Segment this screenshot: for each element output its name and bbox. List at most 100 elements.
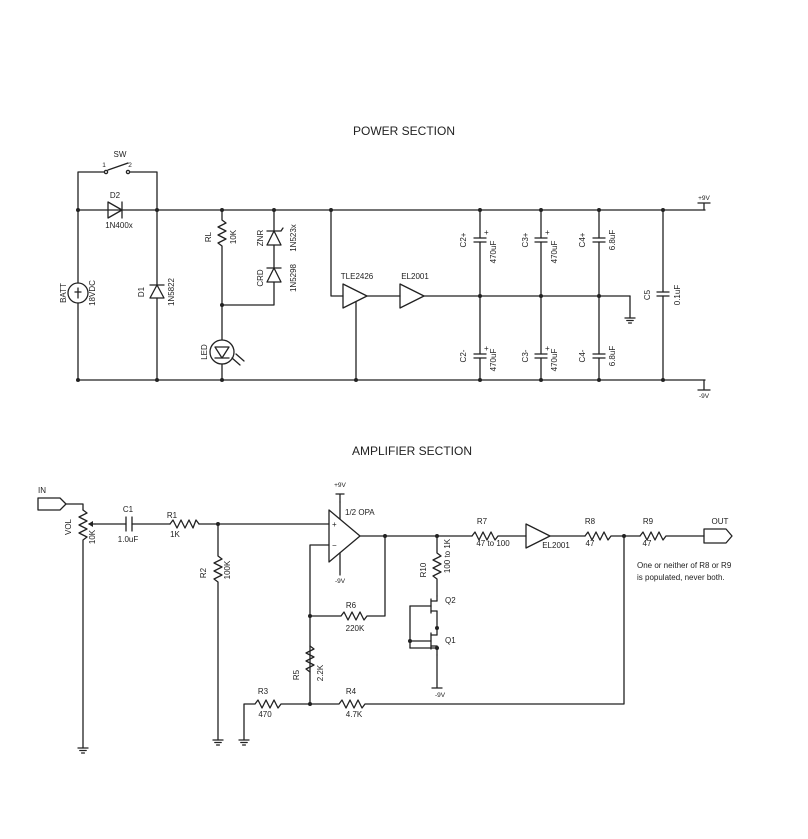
c2m-plus: + — [484, 344, 489, 353]
vol-value: 10K — [88, 529, 97, 544]
amp-vpos-label: +9V — [334, 482, 346, 489]
resistor-r9: R9 47 — [639, 517, 705, 548]
c2p-label: C2+ — [459, 232, 468, 247]
r4-label: R4 — [346, 687, 357, 696]
c3m-plus: + — [545, 344, 550, 353]
opa-label: 1/2 OPA — [345, 508, 375, 517]
capacitor-c1: C1 1.0uF — [118, 505, 139, 544]
d1-label: D1 — [137, 286, 146, 297]
d2-label: D2 — [110, 191, 121, 200]
vpos-terminal-power: +9V — [697, 195, 711, 211]
c2m-value: 470uF — [489, 349, 498, 372]
r2-value: 100K — [223, 560, 232, 579]
r8-value: 47 — [586, 539, 595, 548]
r5-label: R5 — [292, 669, 301, 680]
sw-pin2-label: 2 — [128, 162, 132, 169]
resistor-rl: RL 10K — [204, 209, 238, 341]
r5-value: 2.2K — [316, 664, 325, 681]
c3p-value: 470uF — [550, 241, 559, 264]
r7-label: R7 — [477, 517, 488, 526]
resistor-r8: R8 47 — [584, 517, 641, 548]
power-switch: SW 1 2 — [77, 150, 158, 211]
c4m-label: C4- — [578, 349, 587, 362]
r8-label: R8 — [585, 517, 596, 526]
r1-value: 1K — [170, 530, 180, 539]
el2001-buffer-power: EL2001 — [399, 272, 481, 309]
r3-value: 470 — [258, 710, 272, 719]
znr-value: 1N523x — [289, 224, 298, 252]
r6-label: R6 — [346, 601, 357, 610]
el-power-label: EL2001 — [401, 272, 429, 281]
resistor-r5: R5 2.2K — [292, 645, 325, 681]
diode-d1: D1 1N5822 — [137, 209, 176, 381]
c1-label: C1 — [123, 505, 134, 514]
r1-label: R1 — [167, 511, 178, 520]
vol-label: VOL — [64, 518, 73, 535]
c3m-label: C3- — [521, 349, 530, 362]
sw-pin1-label: 1 — [102, 162, 106, 169]
population-note-line1: One or neither of R8 or R9 — [637, 561, 732, 570]
vneg-label-power: -9V — [699, 393, 710, 400]
r3-label: R3 — [258, 687, 269, 696]
crd-label: CRD — [256, 269, 265, 287]
q1-label: Q1 — [445, 636, 456, 645]
c2p-value: 470uF — [489, 241, 498, 264]
capacitor-c4: C4+ 6.8uF C4- 6.8uF — [578, 209, 617, 381]
r9-value: 47 — [643, 539, 652, 548]
op-amp: +9V -9V 1/2 OPA + − — [328, 482, 375, 585]
r2-label: R2 — [199, 567, 208, 578]
r10-label: R10 — [419, 562, 428, 577]
c4p-value: 6.8uF — [608, 230, 617, 251]
c3p-label: C3+ — [521, 232, 530, 247]
r6-value: 220K — [346, 624, 365, 633]
r4-value: 4.7K — [346, 710, 363, 719]
c2m-label: C2- — [459, 349, 468, 362]
el-amp-label: EL2001 — [542, 541, 570, 550]
resistor-r3: R3 470 — [238, 687, 311, 746]
znr-label: ZNR — [256, 230, 265, 247]
resistor-r4: R4 4.7K — [309, 535, 625, 719]
led-label: LED — [200, 344, 209, 360]
output-connector: OUT — [703, 517, 733, 544]
diode-d2: D2 1N400x — [105, 191, 133, 230]
crd-value: 1N5298 — [289, 263, 298, 292]
in-label: IN — [38, 486, 46, 495]
c1-value: 1.0uF — [118, 535, 139, 544]
r10-value: 100 to 1K — [443, 538, 452, 573]
rl-label: RL — [204, 231, 213, 242]
out-label: OUT — [712, 517, 729, 526]
transistor-q1: Q1 -9V — [409, 627, 456, 699]
d2-value: 1N400x — [105, 221, 133, 230]
amplifier-section-title: AMPLIFIER SECTION — [352, 444, 472, 458]
opa-plus: + — [332, 520, 337, 529]
resistor-r1: R1 1K — [167, 511, 200, 539]
resistor-r10: R10 100 to 1K — [419, 535, 452, 597]
c4p-label: C4+ — [578, 232, 587, 247]
q2-label: Q2 — [445, 596, 456, 605]
battery: BATT 18VDC — [59, 209, 97, 381]
c3m-value: 470uF — [550, 349, 559, 372]
d1-value: 1N5822 — [167, 277, 176, 306]
population-note-line2: is populated, never both. — [637, 573, 725, 582]
el2001-buffer-amp: EL2001 — [525, 523, 586, 550]
resistor-r6: R6 220K — [309, 535, 386, 633]
tle-label: TLE2426 — [341, 272, 374, 281]
opa-minus: − — [332, 541, 337, 550]
batt-label: BATT — [59, 283, 68, 303]
resistor-r2: R2 100K — [199, 523, 232, 746]
power-section-title: POWER SECTION — [353, 124, 455, 138]
capacitor-c3: + + C3+ 470uF C3- 470uF — [521, 209, 559, 381]
q-vneg-label: -9V — [435, 692, 446, 699]
rl-value: 10K — [229, 229, 238, 244]
crd-diode: CRD 1N5298 — [256, 263, 298, 292]
zener-znr: ZNR 1N523x — [221, 209, 298, 306]
c5-label: C5 — [643, 289, 652, 300]
batt-value: 18VDC — [88, 280, 97, 306]
capacitor-c5: C5 0.1uF — [643, 209, 682, 381]
tle2426-regulator: TLE2426 — [330, 209, 401, 381]
r9-label: R9 — [643, 517, 654, 526]
volume-potentiometer: VOL 10K — [64, 509, 97, 754]
led: LED — [200, 339, 245, 381]
c2p-plus: + — [484, 228, 489, 237]
